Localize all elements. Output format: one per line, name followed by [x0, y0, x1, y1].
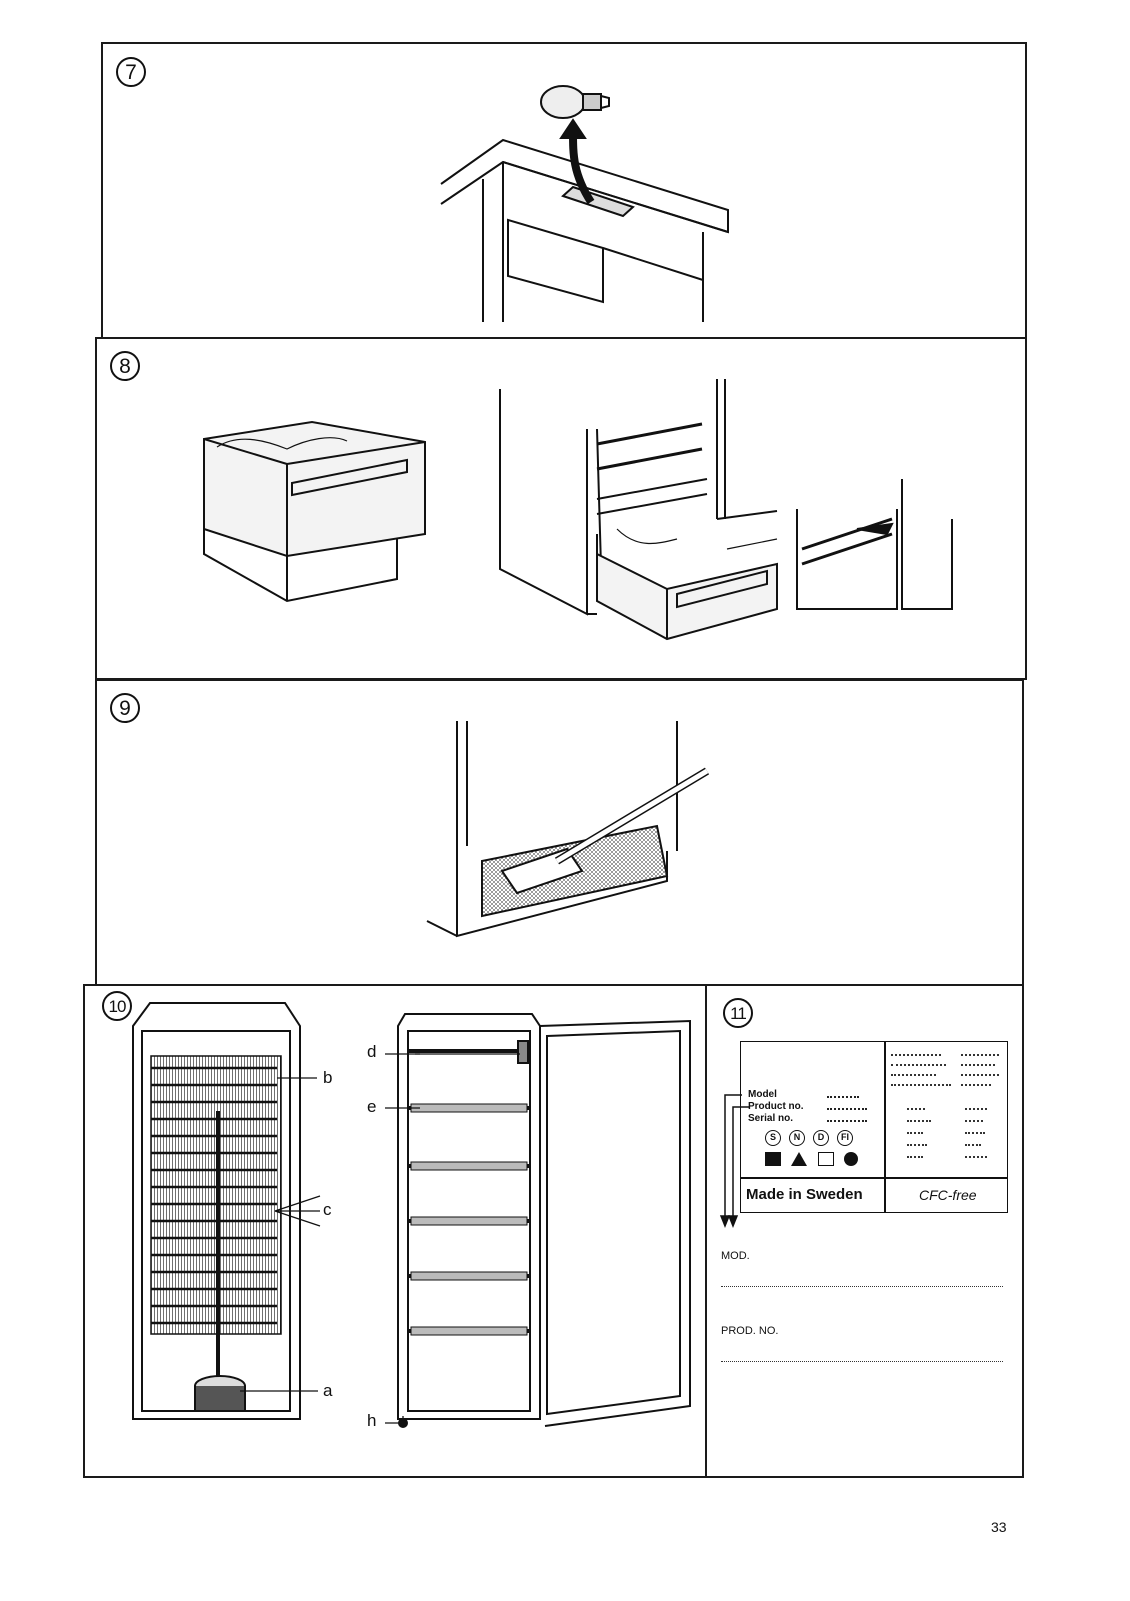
panel-9-cleaning: 9: [95, 679, 1024, 986]
step-number-11: 11: [723, 998, 753, 1028]
label-d: d: [367, 1042, 377, 1061]
plate-product-label: Product no.: [748, 1101, 804, 1112]
step-number-10: 10: [102, 991, 132, 1021]
approval-mark-s: S: [765, 1130, 781, 1146]
prod-no-label: PROD. NO.: [721, 1325, 779, 1337]
plate-model-label: Model: [748, 1089, 777, 1100]
label-c: c: [323, 1200, 332, 1219]
mod-label: MOD.: [721, 1250, 750, 1262]
page-number: 33: [991, 1519, 1007, 1535]
certification-icons: [765, 1152, 859, 1171]
approval-mark-d: D: [813, 1130, 829, 1146]
prod-no-entry-line: [721, 1361, 1003, 1362]
panel-11-rating-plate: 11 Model Product no. Serial no. S N D FI: [705, 984, 1024, 1478]
label-e: e: [367, 1097, 377, 1116]
drawers-illustration: [203, 379, 953, 641]
made-in-sweden: Made in Sweden: [746, 1186, 863, 1203]
step-number-9: 9: [110, 693, 140, 723]
cfc-free: CFC-free: [919, 1187, 977, 1203]
plate-serial-label: Serial no.: [748, 1113, 794, 1124]
mod-entry-line: [721, 1286, 1003, 1287]
cleaning-illustration: [426, 721, 710, 938]
approval-mark-n: N: [789, 1130, 805, 1146]
step-number-7: 7: [116, 57, 146, 87]
rating-plate: Model Product no. Serial no. S N D FI: [740, 1041, 1008, 1213]
panel-10-freezer-views: 10: [83, 984, 707, 1478]
plate-pointer-arrows: [719, 1094, 749, 1229]
step-number-8: 8: [110, 351, 140, 381]
lamp-replacement-illustration: [440, 85, 729, 322]
approval-mark-fi: FI: [837, 1130, 853, 1146]
label-h: h: [367, 1411, 377, 1430]
panel-7-lamp-replacement: 7: [101, 42, 1027, 339]
label-a: a: [323, 1381, 333, 1400]
plate-fine-print: [891, 1050, 1003, 1170]
panel-8-drawers: 8: [95, 337, 1027, 680]
label-b: b: [323, 1068, 333, 1087]
freezer-back-illustration: [132, 1002, 691, 1428]
